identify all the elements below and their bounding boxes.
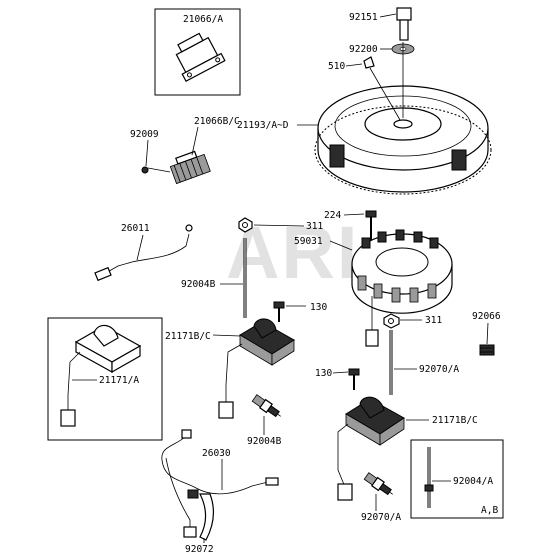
label-ab: A,B [481,505,498,516]
key-510 [363,56,401,121]
label-21193: 21193/A~D [237,120,289,131]
label-21066bc: 21066B/C [194,116,240,127]
label-21066a: 21066/A [183,14,223,25]
bolt-92151 [396,7,412,41]
wire-26030 [161,429,279,538]
label-130-lower: 130 [315,368,332,379]
bolt-130-lower [348,368,360,390]
label-92070a-lower: 92070/A [361,512,401,523]
label-92066: 92066 [472,311,501,322]
coil-21171bc-upper [218,318,295,419]
bolt-130-upper [273,301,285,322]
label-59031: 59031 [294,236,323,247]
label-92004b-right: 92070/A [419,364,459,375]
label-26030: 26030 [202,448,231,459]
strap-92072 [199,493,215,541]
label-92070a-upper: 92004B [247,436,282,447]
label-21171bc-lower: 21171B/C [432,415,478,426]
sparkplug-92070a-lower [363,472,393,496]
plug-92066 [479,344,495,356]
nut-311-upper [238,217,253,233]
stud-92004a [410,439,504,519]
label-224: 224 [324,210,341,221]
label-92072: 92072 [185,544,214,555]
label-92004b-left: 92004B [181,279,216,290]
label-92004a: 92004/A [453,476,493,487]
label-510: 510 [328,61,345,72]
label-130-upper: 130 [310,302,327,313]
label-92009: 92009 [130,129,159,140]
coil-21171bc-lower [337,396,405,501]
flywheel-21193 [314,85,492,195]
label-92200: 92200 [349,44,378,55]
stator-59031 [351,229,453,347]
sparkplug-92070a-upper [251,394,281,418]
label-311-lower: 311 [425,315,442,326]
label-26011: 26011 [121,223,150,234]
label-92151: 92151 [349,12,378,23]
regulator-21066a [154,8,241,96]
wire-26011 [94,224,193,282]
nut-311-lower [383,313,400,329]
screw-224 [365,210,377,240]
coil-21171a [47,317,163,441]
label-21171a: 21171/A [99,375,139,386]
regulator-21066bc [141,150,211,185]
label-21171bc-upper: 21171B/C [165,331,211,342]
label-311-upper: 311 [306,221,323,232]
